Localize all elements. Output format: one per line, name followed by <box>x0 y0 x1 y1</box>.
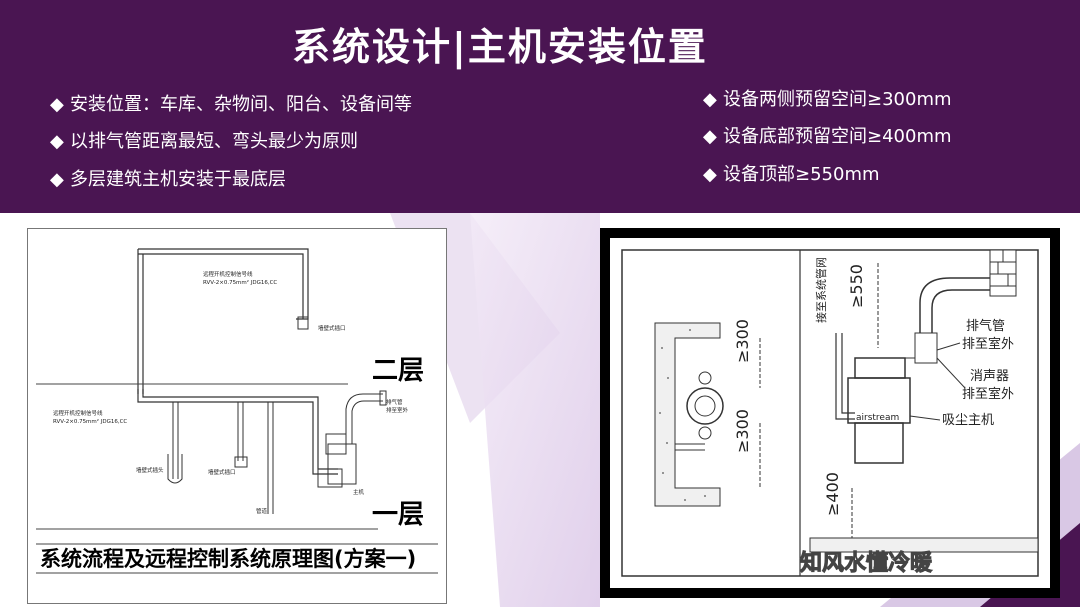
label-pipe-net: 接至系统管网 <box>814 257 828 323</box>
label-exhaust-2: 排至室外 <box>962 336 1014 352</box>
label-muffler-2: 排至室外 <box>962 386 1014 402</box>
installation-drawing: ≥300 ≥300 airstream ≥ <box>621 249 1039 577</box>
bullet-text: 安装位置：车库、杂物间、阳台、设备间等 <box>70 94 412 115</box>
label-exhaust: 排气管 <box>386 398 403 406</box>
installation-drawing-frame: ≥300 ≥300 airstream ≥ <box>610 238 1050 588</box>
bullet-text: 设备顶部≥550mm <box>723 164 880 185</box>
system-schematic-panel: 远程开机控制信号线 RVV-2×0.75mm² JDG16,CC 墙壁式插口 远… <box>27 228 447 604</box>
diamond-icon: ◆ <box>703 126 717 147</box>
diamond-icon: ◆ <box>50 169 64 190</box>
diamond-icon: ◆ <box>50 131 64 152</box>
floor-1-label: 一层 <box>372 500 425 530</box>
dim-550: ≥550 <box>847 264 866 308</box>
dim-300-b: ≥300 <box>733 409 752 453</box>
bullet-right-3: ◆ 设备顶部≥550mm <box>703 160 880 186</box>
bullet-right-1: ◆ 设备两侧预留空间≥300mm <box>703 85 952 111</box>
dim-400: ≥400 <box>823 472 842 516</box>
label-pipe-mid-spec: RVV-2×0.75mm² JDG16,CC <box>53 418 127 425</box>
bullet-text: 设备底部预留空间≥400mm <box>723 126 952 147</box>
diamond-icon: ◆ <box>703 164 717 185</box>
label-pipe-mid: 远程开机控制信号线 <box>53 409 103 417</box>
label-pipe-top-spec: RVV-2×0.75mm² JDG16,CC <box>203 279 277 286</box>
label-inlet-top: 墙壁式插口 <box>318 324 346 332</box>
label-pipe-top: 远程开机控制信号线 <box>203 270 253 278</box>
schematic-caption: 系统流程及远程控制系统原理图(方案一) <box>40 547 417 571</box>
label-main-unit: 主机 <box>353 488 365 496</box>
bullet-left-3: ◆ 多层建筑主机安装于最底层 <box>50 165 286 191</box>
label-inlet-a: 墙壁式插头 <box>136 466 164 474</box>
bullet-right-2: ◆ 设备底部预留空间≥400mm <box>703 122 952 148</box>
label-exhaust-2: 排至室外 <box>386 406 409 414</box>
bullet-left-2: ◆ 以排气管距离最短、弯头最少为原则 <box>50 127 358 153</box>
diamond-icon: ◆ <box>703 89 717 110</box>
system-schematic-drawing: 远程开机控制信号线 RVV-2×0.75mm² JDG16,CC 墙壁式插口 远… <box>36 248 438 574</box>
label-inlet-b: 墙壁式插口 <box>208 468 236 476</box>
header-band: 系统设计|主机安装位置 ◆ 安装位置：车库、杂物间、阳台、设备间等 ◆ 以排气管距离… <box>0 0 1080 213</box>
watermark: 知风水懂冷暖 <box>799 551 933 577</box>
brand-label: airstream <box>856 413 899 423</box>
label-pipe-main: 管道 <box>256 507 268 515</box>
label-muffler-1: 消声器 <box>970 369 1009 384</box>
label-exhaust-1: 排气管 <box>966 318 1005 334</box>
bullet-left-1: ◆ 安装位置：车库、杂物间、阳台、设备间等 <box>50 90 412 116</box>
floor-2-label: 二层 <box>372 356 425 386</box>
bullet-text: 设备两侧预留空间≥300mm <box>723 89 952 110</box>
page-title: 系统设计|主机安装位置 <box>292 25 708 69</box>
installation-drawing-panel: ≥300 ≥300 airstream ≥ <box>600 228 1060 598</box>
dim-300-a: ≥300 <box>733 319 752 363</box>
bullet-text: 多层建筑主机安装于最底层 <box>70 169 286 190</box>
diamond-icon: ◆ <box>50 94 64 115</box>
bullet-text: 以排气管距离最短、弯头最少为原则 <box>70 131 358 152</box>
label-host: 吸尘主机 <box>942 413 994 428</box>
